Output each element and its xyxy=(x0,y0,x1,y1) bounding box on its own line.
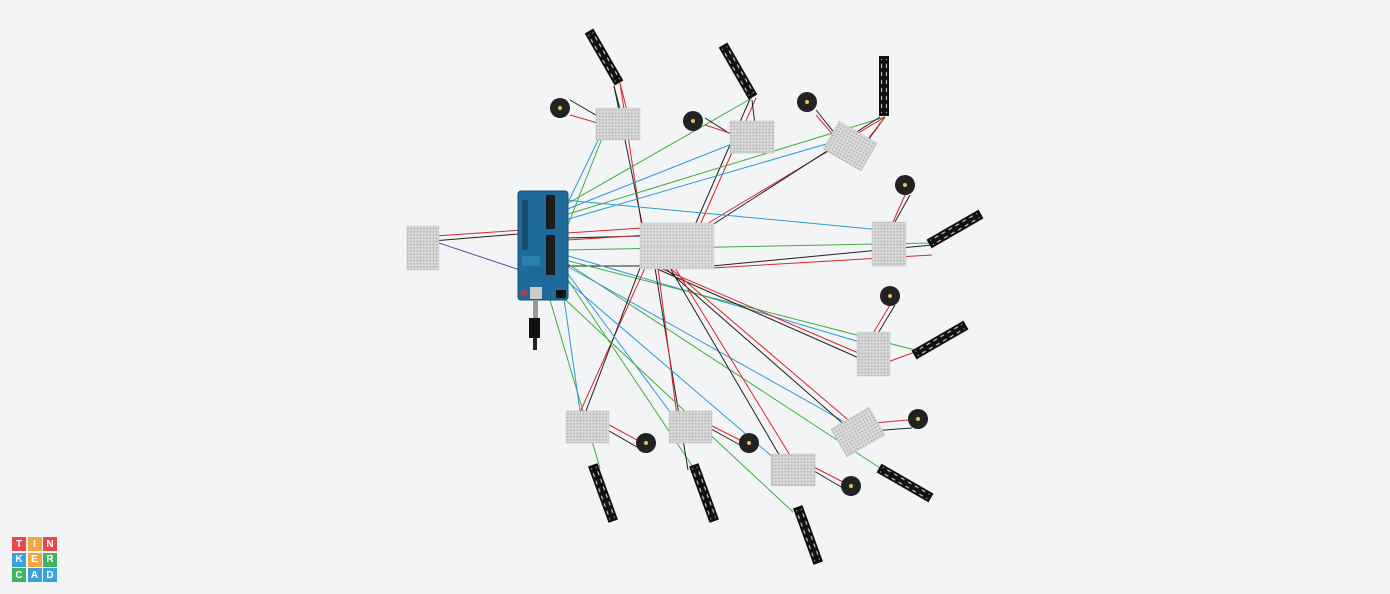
wire xyxy=(654,267,869,363)
buzzer[interactable] xyxy=(550,98,570,118)
led-strip[interactable] xyxy=(718,42,758,100)
wire xyxy=(554,289,794,513)
breadboard-right-1[interactable] xyxy=(871,221,907,267)
wire xyxy=(659,267,871,359)
tinkercad-logo[interactable]: T I N K E R C A D xyxy=(12,537,57,582)
wire xyxy=(564,97,753,206)
led-strip[interactable] xyxy=(876,463,934,503)
wire xyxy=(699,97,757,226)
wire xyxy=(564,199,883,231)
logo-letter: K xyxy=(12,552,26,567)
wire xyxy=(664,267,857,436)
led-strip[interactable] xyxy=(689,463,719,523)
logo-letter: T xyxy=(12,537,26,551)
wire xyxy=(669,267,789,471)
led-strip[interactable] xyxy=(588,463,618,523)
buzzer[interactable] xyxy=(797,92,817,112)
led-strip[interactable] xyxy=(911,320,969,360)
buzzer[interactable] xyxy=(739,433,759,453)
buzzer[interactable] xyxy=(908,409,928,429)
buzzer[interactable] xyxy=(880,286,900,306)
buzzer[interactable] xyxy=(636,433,656,453)
wire xyxy=(561,265,677,421)
breadboard-top-3[interactable] xyxy=(822,120,878,172)
arduino-uno[interactable] xyxy=(517,190,569,301)
wire xyxy=(564,139,743,211)
wire xyxy=(571,267,646,431)
breadboard-main[interactable] xyxy=(639,222,715,270)
wire xyxy=(559,274,783,466)
logo-letter: N xyxy=(43,537,57,551)
wire xyxy=(564,139,841,221)
wire xyxy=(423,237,521,271)
wire xyxy=(564,254,871,346)
logo-letter: I xyxy=(27,537,42,551)
led-strip[interactable] xyxy=(879,56,889,116)
breadboard-bottom-3[interactable] xyxy=(770,453,816,487)
logo-letter: C xyxy=(12,568,26,582)
led-strip[interactable] xyxy=(926,209,984,249)
wire xyxy=(669,267,861,431)
buzzer[interactable] xyxy=(895,175,915,195)
buzzer[interactable] xyxy=(841,476,861,496)
logo-letter: D xyxy=(43,568,57,582)
logo-letter: R xyxy=(43,552,57,567)
breadboard-bottom-1[interactable] xyxy=(565,410,610,444)
wire xyxy=(564,264,851,426)
breadboard-right-3[interactable] xyxy=(830,406,886,458)
led-strip[interactable] xyxy=(584,28,624,86)
breadboard-bottom-2[interactable] xyxy=(668,410,713,444)
buzzer[interactable] xyxy=(683,111,703,131)
wire xyxy=(564,261,881,469)
wire xyxy=(674,267,797,466)
breadboard-right-2[interactable] xyxy=(856,331,891,377)
breadboard-top-1[interactable] xyxy=(595,107,641,141)
breadboard-top-2[interactable] xyxy=(729,120,775,154)
logo-letter: A xyxy=(27,568,42,582)
wire xyxy=(566,227,643,234)
breadboard-left[interactable] xyxy=(406,225,440,271)
usb-cable[interactable] xyxy=(529,300,540,350)
wire xyxy=(694,98,751,226)
logo-letter: E xyxy=(27,552,42,567)
wire xyxy=(564,242,933,251)
led-strip[interactable] xyxy=(793,505,823,565)
